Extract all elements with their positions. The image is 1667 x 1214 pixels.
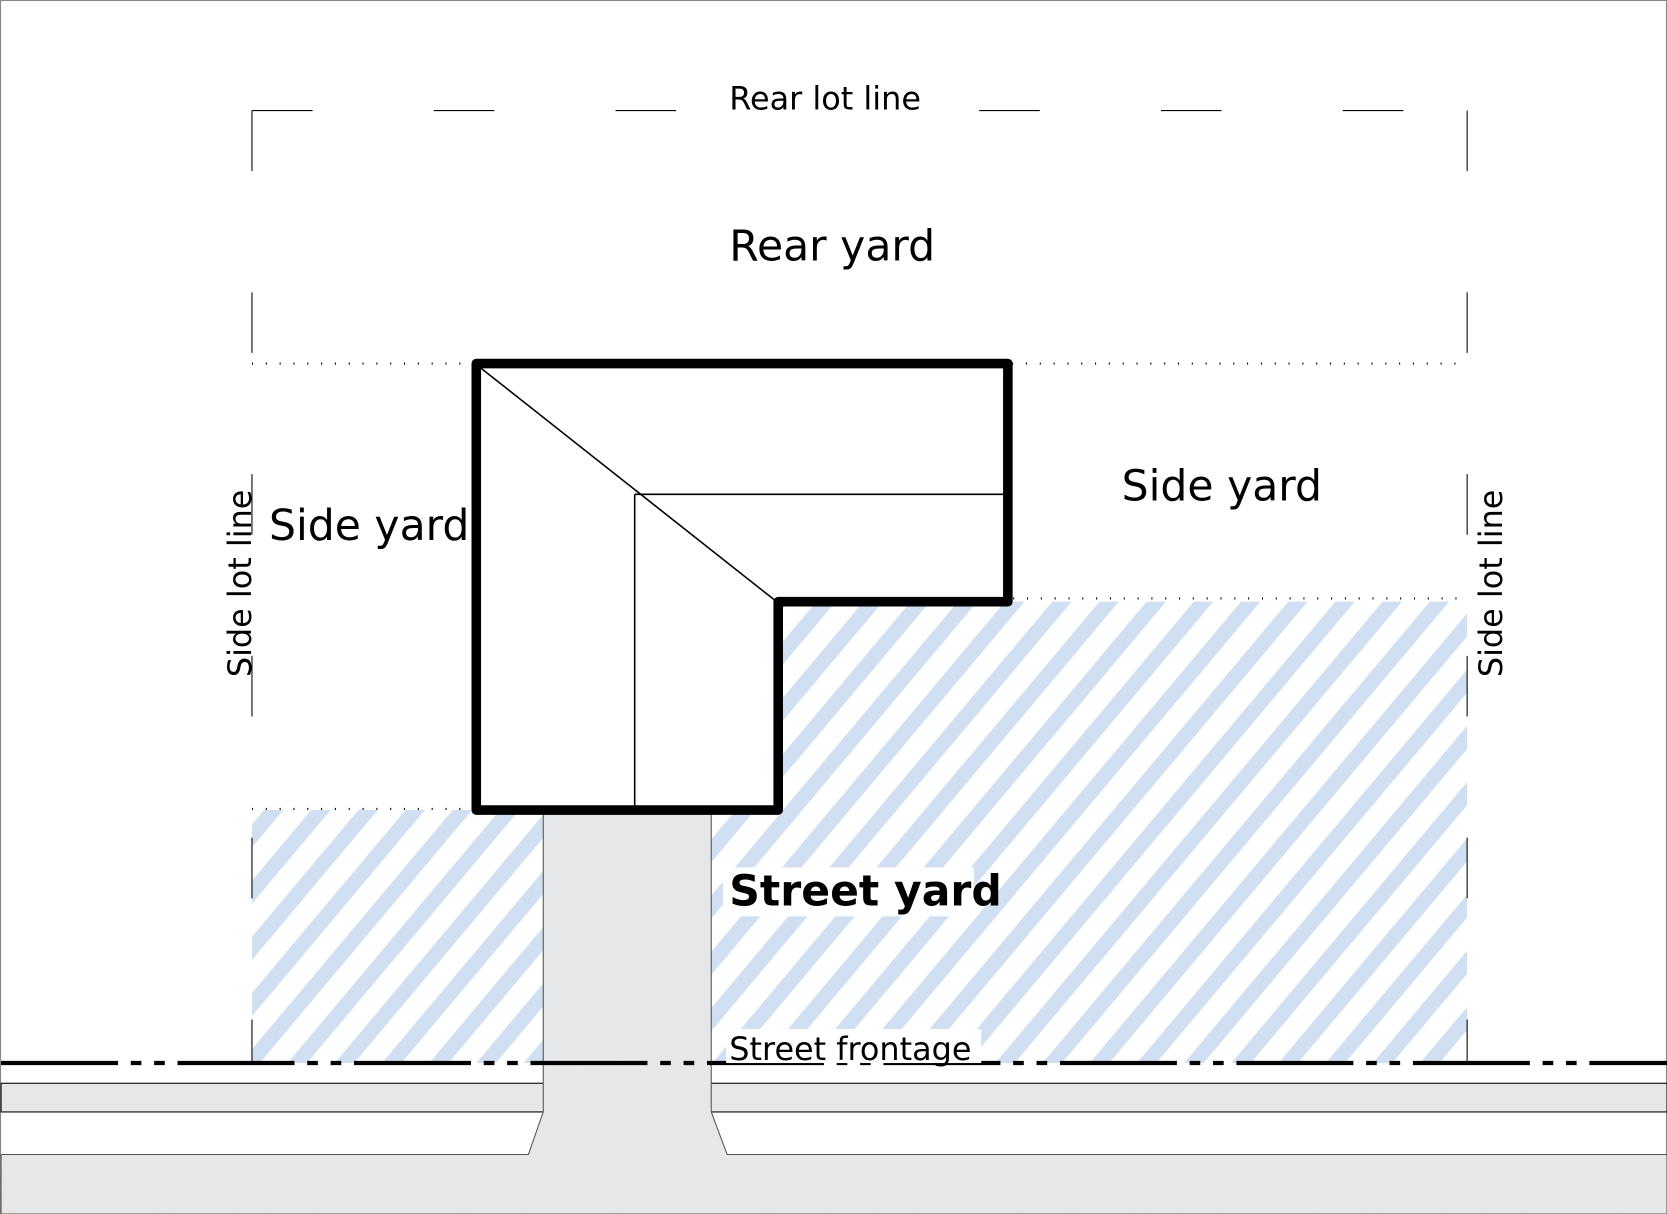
sidewalk [0, 1082, 1667, 1113]
lot-lines [251, 110, 1468, 1064]
street-yard-area [251, 601, 1468, 1064]
street-yard-label: Street yard [729, 868, 1002, 917]
side-yard-left-label: Side yard [269, 502, 469, 551]
building [471, 358, 1013, 815]
street [0, 809, 1667, 1214]
rear-yard-label: Rear yard [729, 222, 935, 271]
street-frontage-label: Street frontage [729, 1030, 971, 1068]
rear-lot-line-label: Rear lot line [729, 79, 921, 117]
side-lot-line-right-label: Side lot line [1472, 490, 1510, 678]
side-yard-right-label: Side yard [1122, 463, 1322, 512]
side-lot-line-left-label: Side lot line [221, 490, 259, 678]
